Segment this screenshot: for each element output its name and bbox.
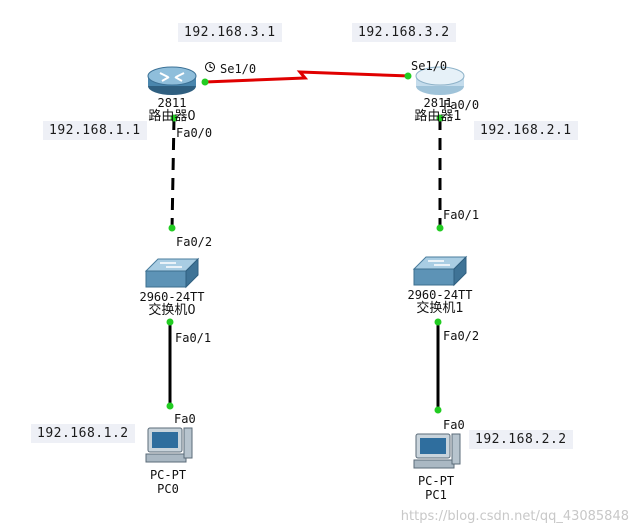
pc1-label: PC-PT PC1: [408, 474, 464, 502]
ip-router0-fa: 192.168.1.1: [43, 121, 147, 140]
switch1-icon[interactable]: [412, 255, 468, 287]
clock-icon: [205, 62, 215, 72]
port-router0-se: Se1/0: [220, 62, 257, 76]
pc0-model: PC-PT: [149, 468, 187, 482]
router1-model: 2811: [423, 96, 453, 110]
port-switch0-down: Fa0/1: [175, 331, 212, 345]
port-switch1-down: Fa0/2: [443, 329, 480, 343]
watermark: https://blog.csdn.net/qq_43085848: [400, 509, 629, 524]
router0-name: 路由器0: [148, 109, 196, 124]
port-dot: [166, 318, 174, 326]
pc0-icon[interactable]: [145, 427, 193, 463]
port-dot: [436, 224, 444, 232]
ip-router0-serial: 192.168.3.1: [178, 23, 282, 42]
port-dot: [434, 318, 442, 326]
ip-pc0: 192.168.1.2: [31, 424, 135, 443]
port-router1-se: Se1/0: [411, 59, 448, 73]
pc0-label: PC-PT PC0: [140, 468, 196, 496]
switch1-name: 交换机1: [416, 301, 464, 316]
pc0-name: PC0: [157, 482, 179, 496]
ip-router1-fa: 192.168.2.1: [474, 121, 578, 140]
switch0-icon[interactable]: [144, 257, 200, 289]
port-dot: [404, 72, 412, 80]
link-router0-switch0[interactable]: [170, 117, 176, 231]
serial-link[interactable]: [204, 70, 411, 84]
port-dot: [170, 114, 178, 122]
router1-name: 路由器1: [414, 109, 462, 124]
port-router0-fa: Fa0/0: [176, 126, 213, 140]
switch0-model: 2960-24TT: [139, 290, 205, 304]
pc1-name: PC1: [425, 488, 447, 502]
switch0-name: 交换机0: [148, 303, 196, 318]
router0-model: 2811: [157, 96, 187, 110]
router1-icon[interactable]: [415, 66, 465, 95]
port-dot: [434, 406, 442, 414]
port-dots: [166, 72, 444, 414]
pc1-model: PC-PT: [417, 474, 455, 488]
switch0-label: 2960-24TT 交换机0: [132, 290, 212, 318]
ip-pc1: 192.168.2.2: [469, 430, 573, 449]
port-router1-fa: Fa0/0: [443, 98, 480, 112]
port-switch1-up: Fa0/1: [443, 208, 480, 222]
pc1-icon[interactable]: [413, 433, 461, 469]
router1-label: 2811 路由器1: [409, 96, 467, 124]
port-dot: [166, 402, 174, 410]
router0-icon[interactable]: [147, 66, 197, 95]
router0-label: 2811 路由器0: [146, 96, 198, 124]
port-dot: [168, 224, 176, 232]
ip-router1-serial: 192.168.3.2: [352, 23, 456, 42]
port-pc0: Fa0: [174, 412, 196, 426]
switch1-model: 2960-24TT: [407, 288, 473, 302]
port-switch0-up: Fa0/2: [176, 235, 213, 249]
port-dot: [201, 78, 209, 86]
port-pc1: Fa0: [443, 418, 465, 432]
switch1-label: 2960-24TT 交换机1: [400, 288, 480, 316]
port-dot: [436, 114, 444, 122]
